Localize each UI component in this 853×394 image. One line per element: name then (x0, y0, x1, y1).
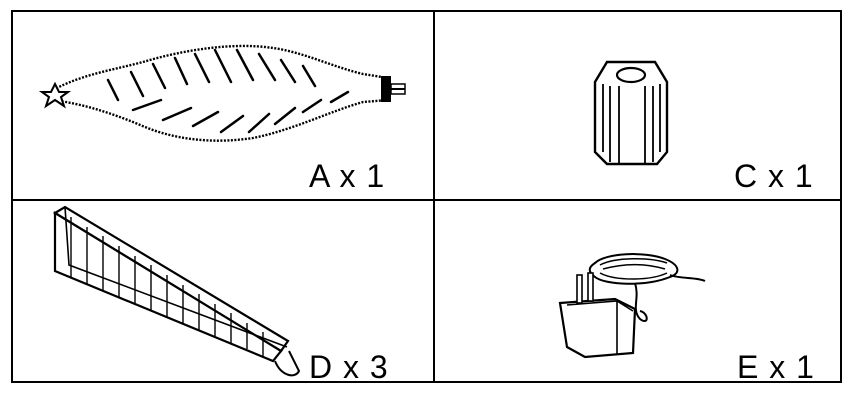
part-label-c: C x 1 (734, 158, 814, 194)
part-cell-a: A x 1 (13, 12, 433, 199)
tree-branch-section-icon (52, 205, 301, 377)
part-label-d: D x 3 (309, 349, 389, 385)
tree-top-section-icon (38, 44, 406, 142)
part-cell-c: C x 1 (435, 12, 842, 199)
part-label-e: E x 1 (737, 349, 815, 385)
row-divider (13, 199, 840, 201)
tree-stand-icon (593, 60, 669, 166)
part-label-a: A x 1 (309, 158, 386, 194)
part-cell-d: D x 3 (13, 201, 433, 383)
parts-list-table: A x 1 C x 1 (11, 10, 842, 383)
power-adapter-icon (558, 253, 706, 359)
part-cell-e: E x 1 (435, 201, 842, 383)
column-divider (433, 12, 435, 381)
